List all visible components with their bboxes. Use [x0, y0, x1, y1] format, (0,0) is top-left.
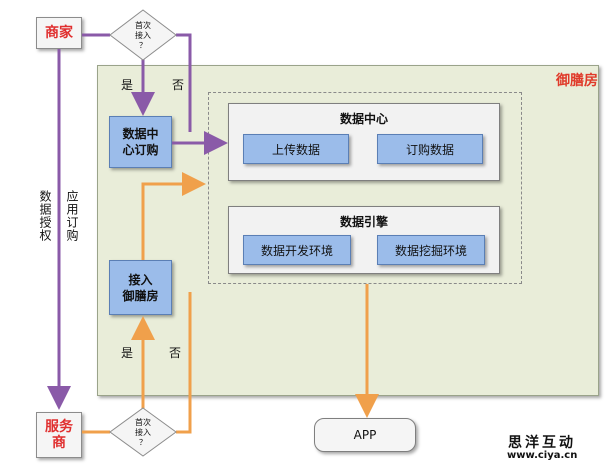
access-yushanfang-box: 接入 御膳房 [109, 260, 172, 315]
data-center-title: 数据中心 [339, 112, 388, 126]
app-node: APP [314, 418, 416, 452]
data-engine-panel: 数据引擎 数据开发环境 数据挖掘环境 [228, 206, 500, 274]
top-decision-diamond [109, 9, 177, 61]
top-yes-label: 是 [121, 78, 134, 92]
data-center-order-box: 数据中 心订购 [109, 116, 172, 168]
top-decision-text: 首次 接入 ？ [135, 21, 151, 50]
top-no-line [176, 33, 192, 132]
platform-dashed-region [208, 92, 522, 284]
bottom-no-label: 否 [169, 346, 182, 360]
order-data-box: 订购数据 [377, 134, 483, 164]
data-mining-env-box: 数据挖掘环境 [377, 235, 485, 265]
data-center-panel: 数据中心 上传数据 订购数据 [228, 103, 500, 181]
merchant-node: 商家 [36, 17, 82, 49]
watermark-url: www.ciya.cn [507, 450, 578, 461]
watermark-name: 思洋互动 [508, 435, 576, 451]
bottom-decision-text: 首次 接入 ？ [135, 418, 151, 447]
service-provider-node: 服务商 [36, 412, 82, 458]
app-order-label: 应用订购 [65, 190, 79, 242]
data-dev-env-box: 数据开发环境 [243, 235, 351, 265]
bottom-yes-label: 是 [121, 346, 134, 360]
data-authorization-label: 数据授权 [38, 190, 52, 242]
top-no-label: 否 [172, 78, 185, 92]
bottom-decision-diamond [109, 407, 177, 457]
container-title: 御膳房 [556, 73, 598, 89]
data-engine-title: 数据引擎 [339, 215, 388, 229]
access-to-platform-line [141, 172, 206, 260]
bottom-no-line [176, 292, 192, 434]
upload-data-box: 上传数据 [243, 134, 349, 164]
